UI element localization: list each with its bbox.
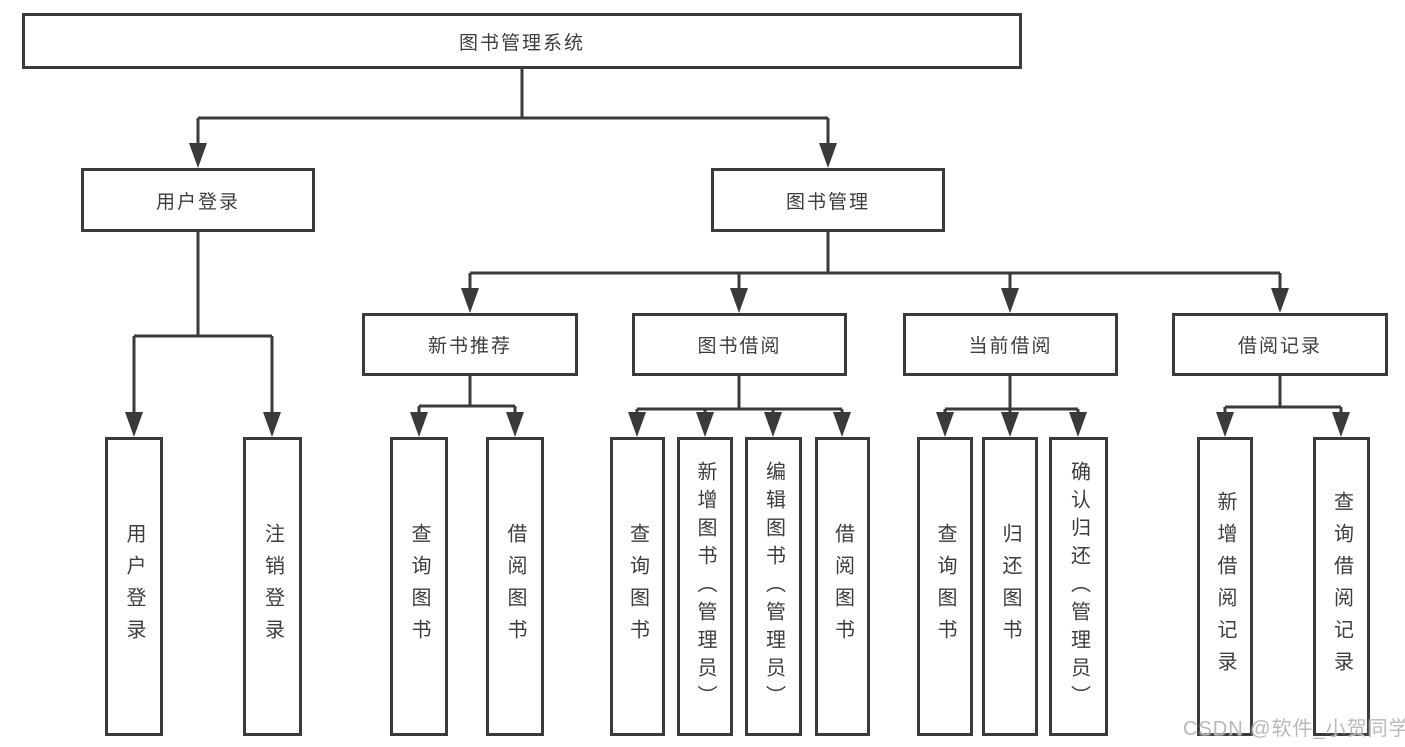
leaf-return-books: 归还图书 xyxy=(982,437,1038,736)
watermark: CSDN @软件_小贺同学 xyxy=(1183,718,1405,740)
leaf-query-borrow-record: 查询借阅记录 xyxy=(1313,437,1370,736)
leaf-query-books-2: 查询图书 xyxy=(610,437,665,736)
node-book-borrowing: 图书借阅 xyxy=(632,313,847,376)
leaf-query-books-3: 查询图书 xyxy=(917,437,973,736)
leaf-add-borrow-record: 新增借阅记录 xyxy=(1197,437,1253,736)
leaf-query-books-1: 查询图书 xyxy=(390,437,448,736)
leaf-edit-books-admin: 编辑图书（管理员） xyxy=(745,437,802,736)
node-library-management-system: 图书管理系统 xyxy=(22,13,1022,69)
leaf-confirm-return-admin: 确认归还（管理员） xyxy=(1049,437,1108,736)
leaf-borrow-books-1: 借阅图书 xyxy=(486,437,544,736)
leaf-logout: 注销登录 xyxy=(243,437,302,736)
node-book-management-branch: 图书管理 xyxy=(711,168,945,232)
leaf-user-login: 用户登录 xyxy=(105,437,163,736)
node-current-borrowing: 当前借阅 xyxy=(903,313,1118,376)
node-new-book-recommendation: 新书推荐 xyxy=(362,313,578,376)
node-user-login-branch: 用户登录 xyxy=(81,168,315,232)
leaf-add-books-admin: 新增图书（管理员） xyxy=(677,437,733,736)
leaf-borrow-books-2: 借阅图书 xyxy=(815,437,870,736)
node-borrowing-records: 借阅记录 xyxy=(1172,313,1388,376)
